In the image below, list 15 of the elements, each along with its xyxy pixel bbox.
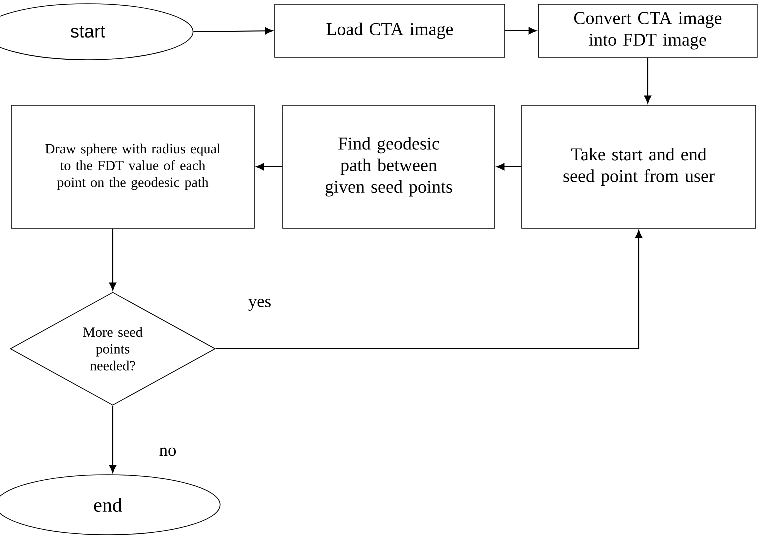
arrow (496, 163, 522, 171)
process-box: Find geodesic path between given seed points (282, 105, 496, 229)
edge-label: yes (247, 298, 273, 312)
arrow (505, 27, 537, 35)
process-box: Convert CTA image into FDT image (538, 4, 758, 58)
arrow (644, 58, 652, 104)
arrow (194, 28, 274, 35)
process-box: Draw sphere with radius equal to the FDT value of each point on the geodesic path (11, 105, 255, 229)
process-box: Take start and end seed point from user (522, 105, 756, 229)
arrow (109, 406, 117, 474)
process-box: Load CTA image (274, 4, 506, 58)
arrow (256, 163, 283, 171)
arrow (216, 230, 643, 350)
edge-label: no (158, 446, 178, 458)
arrow (109, 228, 117, 291)
